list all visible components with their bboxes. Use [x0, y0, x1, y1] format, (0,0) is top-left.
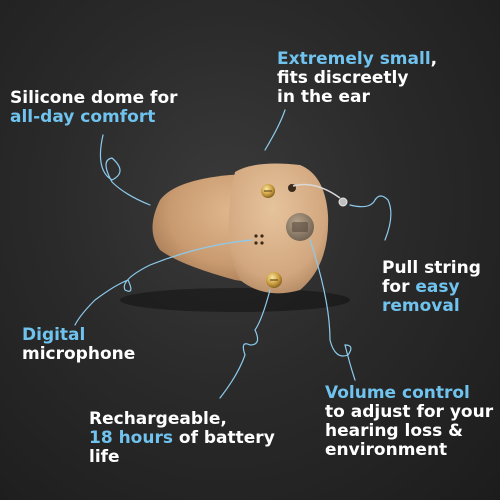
callout-dome-line1: Silicone dome for	[10, 88, 178, 108]
callout-volume-line4: environment	[325, 440, 448, 460]
pull-string-bead	[338, 197, 348, 207]
microphone-icon	[254, 234, 264, 245]
callout-battery-line2-suffix: of battery	[172, 428, 275, 448]
callout-battery-line1: Rechargeable,	[89, 409, 227, 429]
leader-lines	[74, 109, 392, 399]
hearing-aid-icon	[152, 163, 348, 294]
callout-rechargeable: Rechargeable, 18 hours of battery life	[89, 410, 275, 467]
callout-battery-line3: life	[89, 447, 120, 467]
callout-mic-line2: microphone	[22, 344, 136, 364]
leader-line-battery	[219, 289, 271, 399]
callout-pull-line2-prefix: for	[382, 277, 416, 297]
callout-extremely-small: Extremely small, fits discreetly in the …	[277, 50, 437, 107]
callout-volume-highlight: Volume control	[325, 383, 470, 403]
callout-small-comma: ,	[430, 49, 438, 69]
leader-line-dome	[99, 134, 151, 206]
callout-pull-removal: removal	[382, 296, 460, 316]
callout-digital-microphone: Digital microphone	[22, 326, 135, 364]
callout-volume-line3: hearing loss &	[325, 421, 463, 441]
pull-string	[292, 183, 341, 199]
callout-pull-string: Pull string for easy removal	[382, 259, 481, 316]
callout-volume-control: Volume control to adjust for your hearin…	[325, 384, 493, 460]
leader-line-volume	[309, 239, 356, 381]
callout-mic-highlight: Digital	[22, 325, 86, 345]
callout-small-line3: in the ear	[277, 87, 370, 107]
callout-volume-line2: to adjust for your	[325, 402, 494, 422]
leader-line-small	[264, 109, 286, 151]
callout-small-highlight: Extremely small	[277, 49, 431, 69]
callout-silicone-dome: Silicone dome for all-day comfort	[10, 89, 178, 127]
callout-battery-hours: 18 hours	[89, 428, 173, 448]
callout-pull-easy: easy	[415, 277, 460, 297]
leader-line-pull	[349, 195, 392, 241]
callout-dome-highlight: all-day comfort	[10, 107, 156, 127]
callout-small-line2: fits discreetly	[277, 68, 409, 88]
device-shadow	[120, 288, 350, 312]
callout-pull-line1: Pull string	[382, 258, 481, 278]
device-faceplate	[228, 163, 329, 294]
leader-line-mic	[74, 239, 253, 326]
